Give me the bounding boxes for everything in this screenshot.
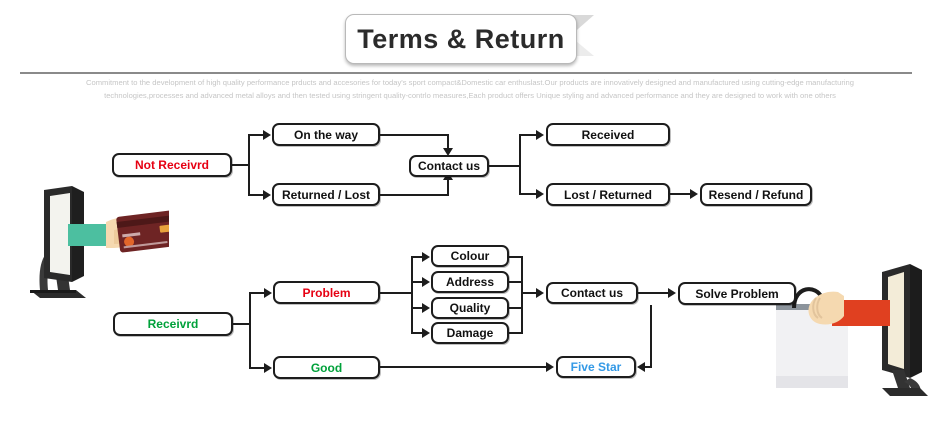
connector-damage-out bbox=[509, 332, 523, 334]
node-problem-quality[interactable]: Quality bbox=[431, 297, 509, 319]
arrow-to-problem-icon bbox=[264, 288, 272, 298]
monitor-hand-credit-card-illustration bbox=[30, 186, 169, 298]
connector-quality-out bbox=[509, 307, 523, 309]
connector-to-good bbox=[249, 367, 267, 369]
connector-to-returned-lost bbox=[248, 194, 266, 196]
connector-contact-us-top-out bbox=[489, 165, 521, 167]
arrow-into-five-star-right-icon bbox=[637, 362, 645, 372]
node-problem-damage[interactable]: Damage bbox=[431, 322, 509, 344]
connector-not-received-out bbox=[232, 164, 249, 166]
node-not-received[interactable]: Not Receivrd bbox=[112, 153, 232, 177]
intro-line-2: technologies,processes and advanced meta… bbox=[104, 91, 836, 100]
connector-received-out bbox=[233, 323, 251, 325]
connector-top-results-split bbox=[519, 134, 521, 195]
arrow-to-damage-icon bbox=[422, 328, 430, 338]
node-received-root[interactable]: Receivrd bbox=[113, 312, 233, 336]
node-on-the-way[interactable]: On the way bbox=[272, 123, 380, 146]
connector-to-address bbox=[411, 281, 425, 283]
connector-to-received bbox=[519, 134, 539, 136]
connector-problems-to-contact-us bbox=[521, 292, 539, 294]
arrow-to-on-the-way-icon bbox=[263, 130, 271, 140]
connector-returned-lost-up bbox=[447, 178, 449, 196]
connector-to-colour bbox=[411, 256, 425, 258]
connector-to-on-the-way bbox=[248, 134, 266, 136]
node-solve-problem[interactable]: Solve Problem bbox=[678, 282, 796, 305]
arrow-to-returned-lost-icon bbox=[263, 190, 271, 200]
title-banner: Terms & Return bbox=[345, 14, 610, 64]
node-resend-refund[interactable]: Resend / Refund bbox=[700, 183, 812, 206]
node-problem-address[interactable]: Address bbox=[431, 271, 509, 293]
connector-to-resend-refund bbox=[670, 193, 693, 195]
node-contact-us-bottom[interactable]: Contact us bbox=[546, 282, 638, 304]
intro-line-1: Commitment to the development of high qu… bbox=[86, 78, 854, 87]
arrow-into-five-star-left-icon bbox=[546, 362, 554, 372]
connector-to-problem bbox=[249, 292, 267, 294]
connector-contact-us-to-solve bbox=[638, 292, 671, 294]
node-received-result[interactable]: Received bbox=[546, 123, 670, 146]
connector-received-split bbox=[249, 292, 251, 368]
connector-problem-split bbox=[411, 256, 413, 333]
arrow-to-received-icon bbox=[536, 130, 544, 140]
connector-to-quality bbox=[411, 307, 425, 309]
connector-problems-merge bbox=[521, 256, 523, 334]
arrow-to-contact-us-bottom-icon bbox=[536, 288, 544, 298]
monitor-hand-shopping-bag-illustration bbox=[776, 264, 928, 396]
banner-plate: Terms & Return bbox=[345, 14, 577, 64]
arrow-to-solve-problem-icon bbox=[668, 288, 676, 298]
node-good[interactable]: Good bbox=[273, 356, 380, 379]
node-contact-us-top[interactable]: Contact us bbox=[409, 155, 489, 177]
connector-good-to-five-star bbox=[380, 366, 549, 368]
node-problem-colour[interactable]: Colour bbox=[431, 245, 509, 267]
page-title: Terms & Return bbox=[357, 23, 565, 54]
arrow-to-lost-returned-icon bbox=[536, 189, 544, 199]
arrow-to-good-icon bbox=[264, 363, 272, 373]
arrow-to-resend-refund-icon bbox=[690, 189, 698, 199]
arrow-to-address-icon bbox=[422, 277, 430, 287]
arrow-to-quality-icon bbox=[422, 303, 430, 313]
node-five-star[interactable]: Five Star bbox=[556, 356, 636, 378]
connector-colour-out bbox=[509, 256, 523, 258]
node-lost-returned[interactable]: Lost / Returned bbox=[546, 183, 670, 206]
connector-address-out bbox=[509, 281, 523, 283]
arrow-into-contact-us-top-icon bbox=[443, 148, 453, 156]
connector-problem-out bbox=[380, 292, 413, 294]
connector-returned-lost-right bbox=[380, 194, 449, 196]
header-divider bbox=[20, 72, 912, 74]
connector-to-damage bbox=[411, 332, 425, 334]
connector-on-the-way-right bbox=[380, 134, 449, 136]
connector-on-the-way-down bbox=[447, 134, 449, 150]
arrow-to-colour-icon bbox=[422, 252, 430, 262]
connector-to-lost-returned bbox=[519, 193, 539, 195]
node-problem[interactable]: Problem bbox=[273, 281, 380, 304]
connector-solve-vertical-top bbox=[650, 305, 652, 367]
node-returned-lost[interactable]: Returned / Lost bbox=[272, 183, 380, 206]
connector-solve-horizontal bbox=[645, 366, 652, 368]
connector-not-received-split bbox=[248, 134, 250, 196]
intro-paragraph: Commitment to the development of high qu… bbox=[55, 76, 885, 102]
